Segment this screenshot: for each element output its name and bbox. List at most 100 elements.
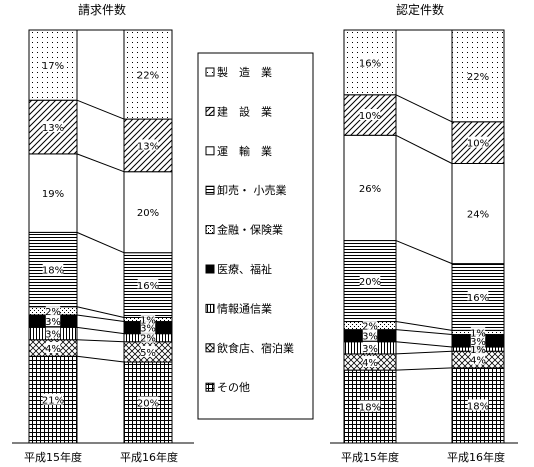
data-label-bg-c1-cat1-s4: [470, 326, 486, 338]
data-label-c0-cat0-s7: 13%: [42, 123, 64, 134]
data-label-c1-cat1-s5: 16%: [467, 293, 489, 304]
data-label-bg-c1-cat0-s1: [362, 356, 378, 368]
connector-line-c1-s7: [395, 94, 453, 123]
data-label-bg-c0-cat1-s3: [140, 321, 156, 333]
data-label-bg-c0-cat0-s6: [42, 187, 64, 199]
x-tick-right-0: 平成15年度: [341, 450, 399, 464]
legend-box: [197, 52, 314, 420]
data-label-bg-c0-cat1-s5: [137, 279, 159, 291]
data-label-c0-cat1-s6: 20%: [137, 208, 159, 219]
connector-line-c1-s2: [395, 341, 453, 348]
connectors-layer: [76, 29, 453, 371]
legend-swatch-finance: [205, 225, 215, 235]
data-label-bg-c1-cat0-s8: [359, 56, 381, 68]
data-label-c1-cat0-s0: 18%: [359, 403, 381, 414]
data-label-c0-cat1-s3: 3%: [140, 324, 156, 335]
data-label-c0-cat1-s8: 22%: [137, 71, 159, 82]
legend-swatch-info: [205, 303, 215, 313]
data-label-bg-c1-cat0-s5: [359, 275, 381, 287]
data-label-c1-cat1-s2: 1%: [470, 345, 486, 356]
connector-line-c0-s3: [76, 314, 125, 323]
connector-line-c0-s2: [76, 326, 125, 335]
data-label-bg-c0-cat0-s7: [42, 121, 64, 133]
connector-line-c0-s5: [76, 231, 125, 254]
x-tick-left-0: 平成15年度: [24, 450, 82, 464]
data-label-bg-c1-cat1-s7: [467, 136, 489, 148]
legend-swatch-food: [205, 343, 215, 353]
legend-label-retail: 卸売・ 小売業: [217, 183, 287, 197]
legend-swatch-medical: [205, 264, 215, 274]
data-label-bg-c0-cat1-s6: [137, 206, 159, 218]
data-label-bg-c0-cat0-s1: [45, 342, 61, 354]
data-label-c0-cat1-s1: 5%: [140, 348, 156, 359]
data-label-c0-cat1-s7: 13%: [137, 141, 159, 152]
data-label-bg-c0-cat1-s1: [140, 345, 156, 357]
data-label-c1-cat0-s8: 16%: [359, 58, 381, 69]
data-label-c0-cat1-s2: 2%: [140, 334, 156, 345]
x-tick-right-1: 平成16年度: [447, 450, 505, 464]
chart-title-right: 認定件数: [396, 2, 444, 17]
data-label-bg-c0-cat0-s8: [42, 59, 64, 71]
data-label-bg-c0-cat0-s3: [45, 315, 61, 327]
legend-label-other: その他: [217, 381, 250, 394]
legend-swatch-construction: [205, 106, 215, 116]
data-label-c0-cat0-s5: 18%: [42, 266, 64, 277]
data-label-c1-cat0-s5: 20%: [359, 277, 381, 288]
data-label-bg-c0-cat0-s0: [42, 393, 64, 405]
data-label-c0-cat1-s4: 1%: [140, 316, 156, 327]
data-label-c0-cat0-s8: 17%: [42, 61, 64, 72]
data-label-bg-c1-cat1-s0: [467, 399, 489, 411]
data-label-bg-c0-cat1-s2: [140, 331, 156, 343]
data-label-bg-c1-cat0-s7: [359, 109, 381, 121]
data-label-c0-cat0-s2: 3%: [45, 330, 61, 341]
data-label-bg-c0-cat1-s4: [140, 313, 156, 325]
data-label-c0-cat0-s6: 19%: [42, 189, 64, 200]
connector-line-c1-s0: [395, 367, 453, 371]
data-label-c0-cat1-s0: 20%: [137, 399, 159, 410]
connector-line-c0-s4: [76, 306, 125, 318]
data-label-c1-cat1-s6: 24%: [467, 210, 489, 221]
data-label-bg-c1-cat0-s4: [362, 319, 378, 331]
chart-title-left: 請求件数: [78, 2, 126, 17]
data-label-c1-cat1-s1: 4%: [470, 356, 486, 367]
connector-line-c0-s1: [76, 339, 125, 343]
legend: 製 造 業建 設 業運 輸 業卸売・ 小売業金融・保険業医療、福祉情報通信業飲食…: [205, 65, 294, 394]
data-label-bg-c0-cat0-s2: [45, 327, 61, 339]
legend-label-info: 情報通信業: [217, 302, 272, 315]
data-label-bg-c0-cat0-s4: [45, 304, 61, 316]
data-label-bg-c1-cat0-s0: [359, 400, 381, 412]
data-label-bg-c1-cat1-s5: [467, 290, 489, 302]
legend-label-medical: 医療、福祉: [217, 262, 272, 276]
data-label-c0-cat0-s4: 2%: [45, 307, 61, 318]
data-label-c1-cat0-s2: 3%: [362, 344, 378, 355]
data-label-bg-c1-cat1-s2: [470, 343, 486, 355]
data-label-bg-c1-cat1-s1: [470, 353, 486, 365]
connector-line-c0-s6: [76, 153, 125, 173]
data-label-bg-c1-cat1-s8: [467, 69, 489, 81]
data-label-bg-c0-cat1-s7: [137, 139, 159, 151]
data-label-c1-cat0-s4: 2%: [362, 322, 378, 333]
legend-label-manufacturing: 製 造 業: [217, 65, 272, 79]
data-label-c1-cat1-s4: 1%: [470, 328, 486, 339]
data-label-bg-c1-cat1-s6: [467, 207, 489, 219]
connector-line-c1-s6: [395, 134, 453, 164]
data-label-c1-cat0-s1: 4%: [362, 358, 378, 369]
data-label-c1-cat1-s0: 18%: [467, 401, 489, 412]
data-label-c1-cat0-s3: 3%: [362, 332, 378, 343]
legend-label-transport: 運 輸 業: [217, 144, 272, 158]
data-label-c1-cat1-s7: 10%: [467, 139, 489, 150]
legend-label-construction: 建 設 業: [217, 104, 272, 118]
legend-label-food: 飲食店、宿泊業: [217, 341, 294, 355]
legend-swatch-manufacturing: [205, 67, 215, 77]
data-label-bg-c0-cat1-s0: [137, 396, 159, 408]
data-label-c1-cat1-s3: 3%: [470, 337, 486, 348]
connector-line-c1-s4: [395, 321, 453, 331]
bar-segment-c0-cat1-s8: [123, 29, 173, 120]
labels-layer: 21%4%3%3%2%18%19%13%17%20%5%2%3%1%16%20%…: [42, 56, 489, 414]
data-label-c0-cat0-s0: 21%: [42, 396, 64, 407]
connector-line-c1-s1: [395, 350, 453, 355]
connector-line-c1-s5: [395, 240, 453, 265]
legend-label-finance: 金融・保険業: [217, 223, 283, 237]
data-label-c1-cat0-s6: 26%: [359, 184, 381, 195]
